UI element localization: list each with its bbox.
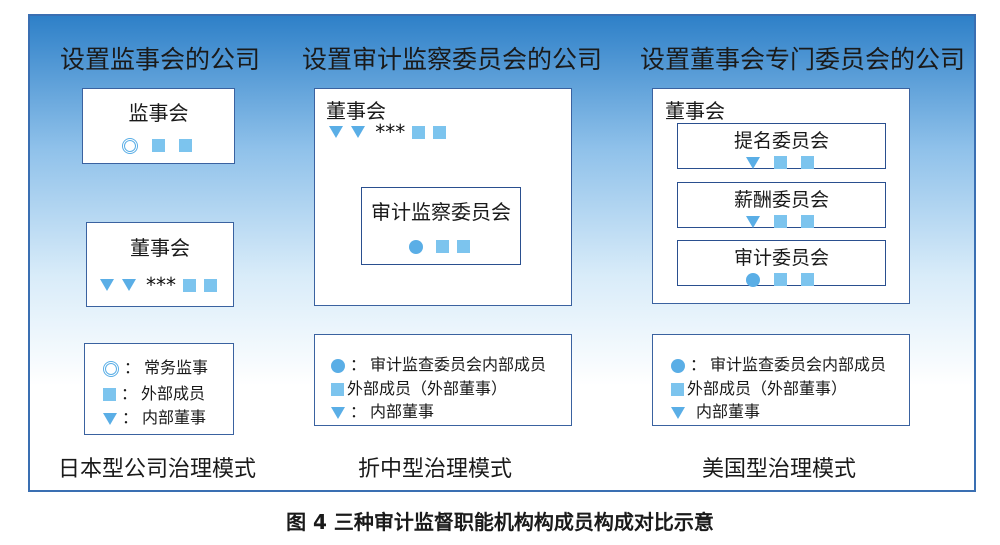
nomination-committee-box: 提名委员会 xyxy=(677,123,886,169)
external-member-icon xyxy=(433,125,447,139)
compensation-committee-label: 薪酬委员会 xyxy=(733,189,829,211)
audit-committee-members xyxy=(678,269,885,288)
external-member-icon xyxy=(774,273,787,286)
diagram-frame: 设置监事会的公司 设置审计监察委员会的公司 设置董事会专门委员会的公司 监事会 … xyxy=(28,14,976,492)
legend-row: ：常务监事 xyxy=(103,354,208,378)
standing-auditor-icon xyxy=(121,137,138,154)
mixed-board-members: *** xyxy=(329,120,449,144)
external-member-icon xyxy=(152,139,165,152)
external-member-icon xyxy=(435,240,449,253)
square-icon xyxy=(671,383,684,396)
dot-icon xyxy=(331,358,345,373)
audit-supervisory-committee-label: 审计监察委员会 xyxy=(371,200,511,224)
mixed-footer: 折中型治理模式 xyxy=(358,457,513,482)
supervisory-board-label: 监事会 xyxy=(128,101,189,125)
japan-board-label: 董事会 xyxy=(130,236,190,260)
ring-icon xyxy=(103,360,119,377)
mixed-board-box: 董事会 *** 审计监察委员会 xyxy=(314,88,572,306)
internal-member-icon xyxy=(409,239,424,254)
japan-board-members: *** xyxy=(87,273,233,297)
figure-caption: 图 4 三种审计监督职能机构构成员构成对比示意 xyxy=(286,510,714,534)
usa-footer: 美国型治理模式 xyxy=(702,457,857,482)
ellipsis-stars: *** xyxy=(375,120,406,144)
legend-row: ：内部董事 xyxy=(103,404,206,428)
supervisory-board-box: 监事会 xyxy=(82,88,235,164)
external-member-icon xyxy=(179,139,193,152)
external-member-icon xyxy=(456,240,470,253)
usa-board-label: 董事会 xyxy=(665,99,725,123)
japan-legend-box: ：常务监事 ：外部成员 ：内部董事 xyxy=(84,343,234,435)
inside-director-icon xyxy=(99,279,114,291)
japan-board-box: 董事会 *** xyxy=(86,222,234,307)
nomination-committee-members xyxy=(678,152,885,171)
legend-row: 外部成员（外部董事） xyxy=(331,375,507,399)
usa-board-box: 董事会 提名委员会 薪酬委员会 审计委员会 xyxy=(652,88,910,304)
legend-row: 内部董事 xyxy=(671,398,760,422)
inside-director-icon xyxy=(351,126,366,138)
external-member-icon xyxy=(412,125,426,139)
inside-director-icon xyxy=(329,126,343,138)
mixed-header: 设置审计监察委员会的公司 xyxy=(302,45,603,74)
compensation-committee-box: 薪酬委员会 xyxy=(677,182,886,228)
ellipsis-stars: *** xyxy=(146,273,176,297)
nomination-committee-label: 提名委员会 xyxy=(733,130,829,152)
compensation-committee-members xyxy=(678,211,885,230)
mixed-board-label: 董事会 xyxy=(326,99,386,123)
external-member-icon xyxy=(204,278,218,292)
triangle-icon xyxy=(671,406,685,419)
square-icon xyxy=(331,383,344,396)
usa-legend-box: ：审计监查委员会内部成员 外部成员（外部董事） 内部董事 xyxy=(652,334,910,426)
square-icon xyxy=(103,388,116,401)
external-member-icon xyxy=(801,156,815,169)
audit-committee-label: 审计委员会 xyxy=(733,247,829,269)
audit-committee-box: 审计委员会 xyxy=(677,240,886,288)
triangle-icon xyxy=(331,406,345,419)
legend-row: 外部成员（外部董事） xyxy=(671,375,847,399)
japan-header: 设置监事会的公司 xyxy=(60,45,261,74)
external-member-icon xyxy=(774,215,787,228)
inside-director-icon xyxy=(745,215,760,228)
dot-icon xyxy=(671,358,685,373)
legend-row: ：审计监查委员会内部成员 xyxy=(331,351,546,375)
inside-director-icon xyxy=(745,156,760,169)
external-member-icon xyxy=(183,278,197,292)
internal-member-icon xyxy=(745,272,760,287)
external-member-icon xyxy=(774,156,787,169)
supervisory-board-members xyxy=(83,135,234,154)
external-member-icon xyxy=(801,273,815,286)
usa-header: 设置董事会专门委员会的公司 xyxy=(640,45,966,74)
japan-footer: 日本型公司治理模式 xyxy=(58,457,257,482)
legend-row: ：外部成员 xyxy=(103,380,205,404)
triangle-icon xyxy=(103,412,117,425)
committee-members xyxy=(362,236,520,255)
legend-row: ：内部董事 xyxy=(331,398,434,422)
external-member-icon xyxy=(801,215,815,228)
audit-supervisory-committee-box: 审计监察委员会 xyxy=(361,187,521,265)
legend-row: ：审计监查委员会内部成员 xyxy=(671,351,886,375)
inside-director-icon xyxy=(121,279,136,291)
mixed-legend-box: ：审计监查委员会内部成员 外部成员（外部董事） ：内部董事 xyxy=(314,334,572,426)
